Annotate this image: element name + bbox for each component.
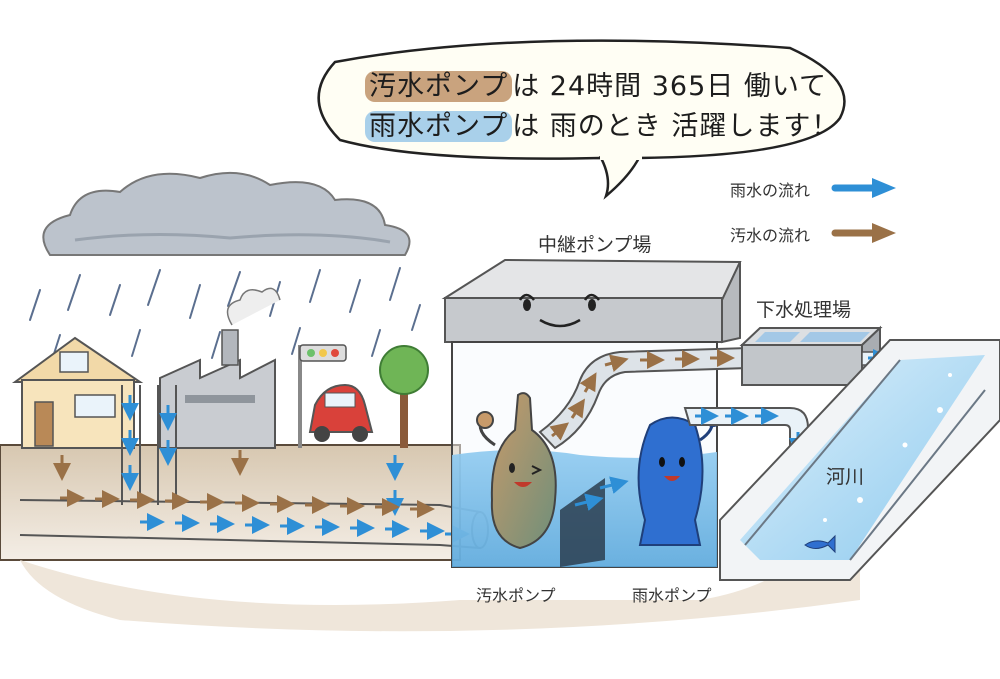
tank-flow xyxy=(574,476,629,511)
sewage-pump-character xyxy=(476,392,557,550)
bubble-line-2-text: は 雨のとき 活躍します！ xyxy=(512,111,840,142)
sewage-pump-label: 汚水ポンプ xyxy=(476,586,556,605)
tree xyxy=(379,345,429,448)
car xyxy=(308,383,374,442)
relay-station-label: 中継ポンプ場 xyxy=(538,234,652,256)
sewage-flow-pipe xyxy=(549,349,735,441)
treatment-plant-label: 下水処理場 xyxy=(756,299,852,321)
factory xyxy=(159,287,281,449)
rain-pump-highlight: 雨水ポンプ xyxy=(365,111,513,142)
legend-sewage-label: 汚水の流れ xyxy=(730,226,811,245)
bubble-line-1: 汚水ポンプは 24時間 365日 働いて xyxy=(365,64,827,103)
house xyxy=(11,336,144,449)
legend-rain-label: 雨水の流れ xyxy=(730,181,811,200)
sewage-pump-highlight: 汚水ポンプ xyxy=(365,71,513,102)
rain-pump-label: 雨水ポンプ xyxy=(632,586,712,605)
sewage-flow-ground xyxy=(53,450,435,518)
bubble-line-1-text: は 24時間 365日 働いて xyxy=(512,71,828,102)
rain-cloud xyxy=(42,171,411,256)
legend-arrows xyxy=(831,178,896,243)
bubble-line-2: 雨水ポンプは 雨のとき 活躍します！ xyxy=(365,104,839,143)
traffic-light xyxy=(298,344,347,448)
river-channel xyxy=(719,339,1000,581)
river-label: 河川 xyxy=(826,466,865,488)
